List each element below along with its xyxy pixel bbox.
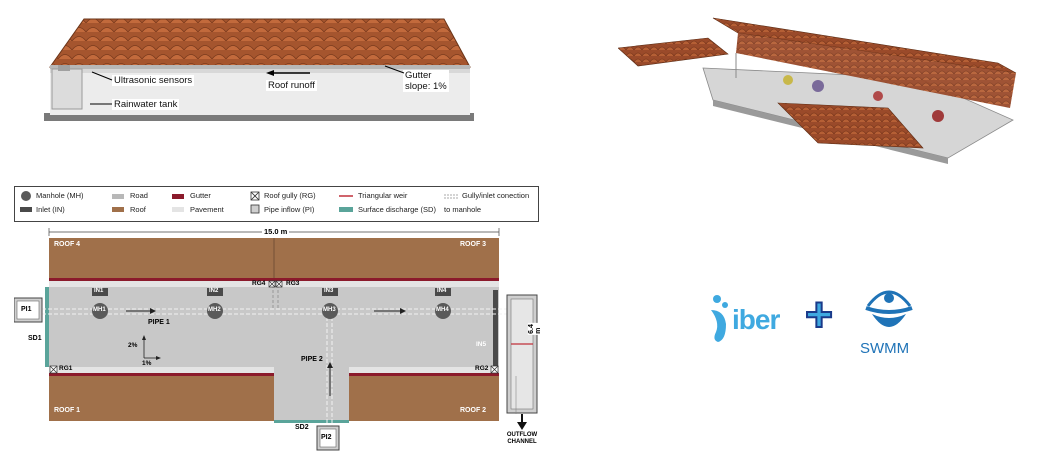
sd1-edge [45,287,49,367]
legend-surface-discharge-swatch [339,207,353,212]
rg4-label: RG4 [252,280,266,287]
rg2-label: RG2 [475,365,489,372]
legend-weir: Triangular weir [358,191,408,200]
legend-pavement: Pavement [190,205,224,214]
legend-pipe-inflow: Pipe inflow (PI) [264,205,315,214]
rg4-symbol [268,280,276,288]
inlet-in5-label: IN5 [476,341,487,348]
legend-connection-line2: to manhole [444,205,482,214]
pi2-label: PI2 [321,434,332,441]
roof-runoff-label: Roof runoff [266,80,317,91]
roof-2-label: ROOF 2 [460,407,487,414]
slope-y-label: 1% [142,360,152,367]
manhole-mh3 [322,303,338,319]
legend-roof: Roof [130,205,146,214]
dimension-height: 6.4 m [527,323,542,335]
legend-pavement-swatch [172,207,184,212]
gutter-label-line2: slope: 1% [405,81,447,92]
swmm-logo: SWMM [858,284,920,358]
legend-road: Road [130,191,148,200]
rg3-label: RG3 [286,280,300,287]
legend-roof-gully: Roof gully (RG) [264,191,316,200]
3d-model-render [617,8,1023,166]
outflow-label-line2: CHANNEL [507,439,537,445]
rg3-symbol [275,280,283,288]
legend-gutter-swatch [172,194,184,199]
legend-inlet: Inlet (IN) [36,205,65,214]
pipe-2-label: PIPE 2 [301,356,323,363]
outflow-label: OUTFLOW CHANNEL [500,432,544,446]
legend-connection-line1: Gully/inlet conection [462,191,530,200]
pi1-label: PI1 [21,306,32,313]
rainwater-tank-label: Rainwater tank [112,99,180,110]
legend-manhole-swatch [21,191,31,201]
epa-seal-icon [865,290,913,327]
manhole-mh2 [207,303,223,319]
ultrasonic-sensors-label: Ultrasonic sensors [112,75,195,86]
rg2-symbol [490,365,499,374]
sd2-edge [274,420,349,423]
manhole-mh3-label: MH3 [323,307,336,313]
inlet-in4-label: IN4 [437,288,447,294]
dimension-width: 15.0 m [262,227,290,236]
legend-road-swatch [112,194,124,199]
manhole-mh2-label: MH2 [208,307,221,313]
gutter-label: Gutter slope: 1% [403,70,449,92]
roof-1-label: ROOF 1 [54,407,81,414]
inlet-in1-label: IN1 [94,288,104,294]
roof-3-label: ROOF 3 [460,241,487,248]
iber-drop-icon [711,295,728,342]
road-area [49,287,499,367]
iber-logo: iber [708,294,800,350]
manhole-mh4-label: MH4 [436,307,449,313]
swmm-logo-text: SWMM [860,340,910,357]
manhole-mh4 [435,303,451,319]
slope-x-label: 2% [128,342,138,349]
sd2-label: SD2 [295,424,309,431]
rg1-label: RG1 [59,365,73,372]
legend-roof-swatch [112,207,124,212]
iber-logo-text: iber [732,304,780,335]
legend-pipe-inflow-swatch [250,204,260,214]
legend-manhole: Manhole (MH) [36,191,84,200]
photo-arrows [90,65,405,105]
legend-inlet-swatch [20,207,32,212]
gutter-label-line1: Gutter [405,70,432,81]
outflow-label-line1: OUTFLOW [506,432,538,438]
inlet-in2-label: IN2 [209,288,219,294]
plan-view: Manhole (MH) Inlet (IN) Road Roof Gutter… [13,186,542,452]
rg1-symbol [49,365,58,374]
inlet-in3-label: IN3 [324,288,334,294]
pipe-1-label: PIPE 1 [148,319,170,326]
sd1-label: SD1 [28,335,42,342]
plus-sign: + [804,289,834,342]
plan-svg [13,186,541,451]
legend-surface-discharge: Surface discharge (SD) [358,205,436,214]
legend-gutter: Gutter [190,191,211,200]
manhole-mh1-label: MH1 [93,307,106,313]
manhole-mh1 [92,303,108,319]
roof-4-label: ROOF 4 [54,241,81,248]
